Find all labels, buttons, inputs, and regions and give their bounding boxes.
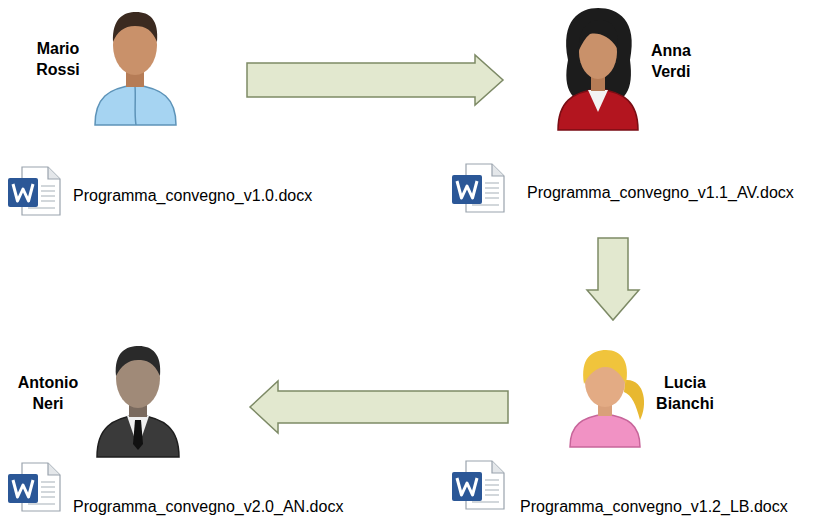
person-icon (97, 346, 179, 457)
file-name: Programma_convegno_v2.0_AN.docx (73, 498, 343, 516)
file-name: Programma_convegno_v1.1_AV.docx (527, 184, 794, 202)
word-document-icon (452, 164, 504, 212)
word-document-icon (8, 463, 60, 511)
person-name: Antonio Neri (7, 373, 89, 415)
block-arrow (247, 55, 503, 105)
person-node: Lucia BianchiProgramma_convegno_v1.2_LB.… (510, 340, 720, 520)
word-document-icon (452, 461, 504, 509)
block-arrow (250, 381, 508, 433)
file-name: Programma_convegno_v1.0.docx (73, 187, 312, 205)
person-name: Lucia Bianchi (648, 373, 722, 415)
person-node: Anna VerdiProgramma_convegno_v1.1_AV.doc… (505, 5, 705, 218)
block-arrow (587, 238, 639, 320)
person-node: Mario RossiProgramma_convegno_v1.0.docx (5, 5, 245, 220)
file-name: Programma_convegno_v1.2_LB.docx (520, 498, 788, 516)
person-node: Antonio NeriProgramma_convegno_v2.0_AN.d… (5, 340, 248, 520)
word-document-icon (8, 167, 60, 215)
person-icon (95, 12, 176, 125)
person-icon (558, 8, 638, 130)
person-icon (570, 350, 644, 447)
person-name: Anna Verdi (641, 41, 701, 83)
person-name: Mario Rossi (27, 39, 89, 81)
